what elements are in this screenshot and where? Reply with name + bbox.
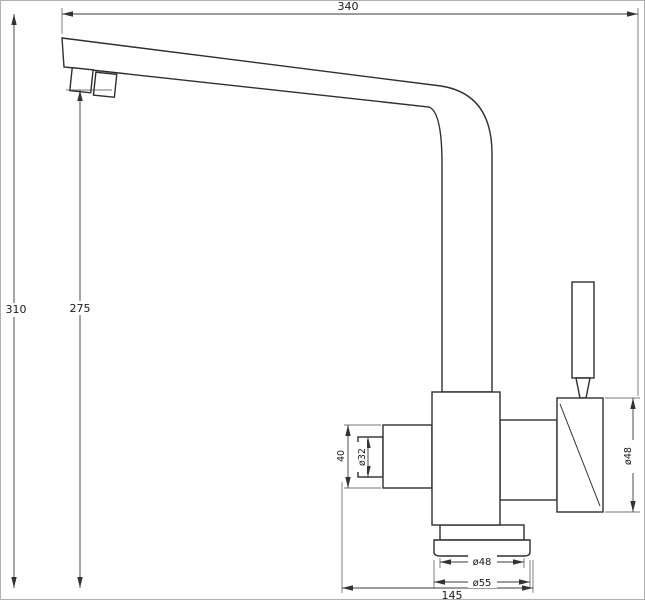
- dim-label-spout-height: 275: [70, 302, 91, 315]
- dim-label-base-diameter: ø55: [473, 578, 492, 589]
- dimension-labels: 340 310 275 145 ø48 ø55 40 ø32 ø48: [6, 0, 635, 600]
- mask-spout-height: [66, 301, 94, 315]
- mask-handle-diameter: [620, 440, 634, 473]
- dim-label-handle-diameter: ø48: [623, 447, 634, 465]
- label-masks: [4, 301, 634, 588]
- mask-shank-diameter: [468, 555, 497, 568]
- spout-and-riser: [61, 37, 493, 393]
- handle-lever-neck: [575, 377, 591, 399]
- base-flange-lower: [433, 539, 531, 557]
- mixer-body: [431, 391, 501, 526]
- aerator-nozzle-1: [69, 66, 94, 94]
- faucet-outline: [61, 37, 604, 557]
- right-connector: [499, 419, 558, 501]
- dim-label-overall-width: 340: [338, 0, 359, 13]
- handle-lever: [571, 281, 595, 379]
- dimension-lines: [11, 11, 638, 591]
- mask-base-diameter: [468, 575, 497, 588]
- aerator-nozzle-2: [92, 71, 118, 99]
- dim-label-side-outlet-diameter: ø32: [357, 448, 368, 466]
- base-flange-upper: [439, 524, 525, 541]
- dim-label-overall-height: 310: [6, 303, 27, 316]
- dim-label-side-outlet-height: 40: [336, 450, 347, 462]
- mask-overall-height: [4, 303, 29, 317]
- handle-body-edge-line: [559, 403, 601, 507]
- dim-label-base-span: 145: [442, 589, 463, 600]
- side-valve-body: [382, 424, 433, 489]
- mask-side-outlet-diameter: [354, 442, 367, 472]
- dim-label-shank-diameter: ø48: [473, 557, 492, 568]
